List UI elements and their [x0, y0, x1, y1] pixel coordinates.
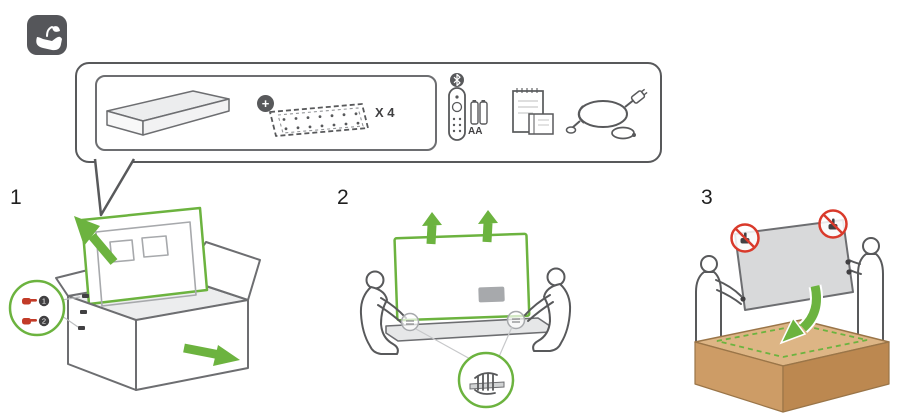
tv-screen-back [734, 219, 854, 311]
plug-icon [630, 88, 648, 104]
blanket-outline [716, 324, 868, 358]
tv-screen [393, 232, 531, 322]
person-left [695, 255, 742, 349]
manual-book-icon [512, 88, 554, 135]
no-grab-panel-warning [730, 223, 760, 253]
brand-logo [27, 15, 67, 55]
inset-pointer-line [415, 328, 473, 361]
inset-badge-1: 1 [42, 297, 46, 306]
accessories-panel: + X 4 [75, 62, 662, 163]
inset-pointer-line [497, 326, 513, 360]
lift-arrow [74, 216, 118, 265]
step-3-illustration [694, 209, 890, 413]
spacer-quantity-label: X 4 [375, 105, 395, 120]
tv-panel-in-box [80, 206, 209, 307]
step-2-number: 2 [337, 186, 349, 209]
care-hand-icon [36, 26, 62, 51]
inset-pointer-line [61, 315, 79, 328]
no-grab-panel-warning [818, 209, 848, 239]
step-2-illustration [359, 210, 572, 409]
soundbar-box-icon [106, 90, 230, 136]
bluetooth-icon [450, 73, 464, 87]
person-right [524, 267, 572, 352]
lift-up-arrows [422, 210, 498, 245]
shipping-clips [78, 294, 89, 330]
grip-hand-icon [474, 372, 498, 395]
prohibition-slash [734, 227, 756, 249]
inset-pointer-line [61, 296, 81, 301]
callout-tail [93, 158, 136, 217]
inset-badge-2: 2 [42, 317, 46, 326]
grip-point-markers [400, 310, 526, 332]
step-3-number: 3 [701, 186, 713, 209]
person-left [359, 270, 407, 355]
person-right [848, 237, 884, 347]
power-cable-icon [565, 88, 648, 140]
wall-spacer-icon [269, 103, 369, 137]
padded-table [694, 319, 890, 413]
press-hand-icon: 2 [22, 315, 50, 327]
clip-release-inset: 1 2 [8, 279, 66, 337]
slide-arrow [183, 343, 240, 366]
step-1-illustration: 1 2 [8, 206, 261, 391]
plus-icon: + [257, 95, 274, 112]
lay-down-arrow [779, 284, 823, 345]
battery-icon [470, 100, 488, 125]
step-1-number: 1 [10, 186, 22, 209]
included-parts-group: + X 4 [95, 75, 437, 151]
remote-control-icon [448, 73, 488, 141]
grip-hand-inset [457, 351, 515, 409]
prohibition-slash [822, 213, 844, 235]
battery-size-label: AA [468, 126, 483, 137]
spacer-holes [282, 112, 360, 131]
press-hand-icon: 1 [22, 295, 50, 307]
